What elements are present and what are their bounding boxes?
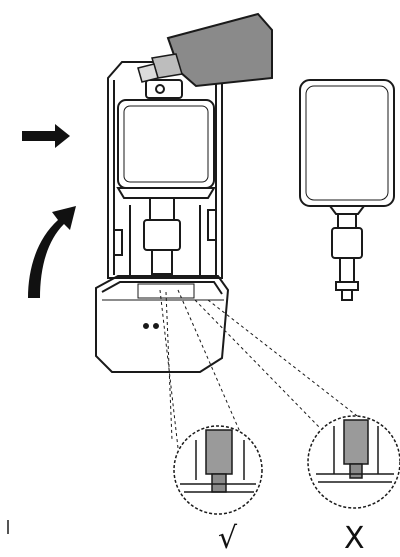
- detail-leader-lines: [159, 289, 389, 449]
- incorrect-mark: X: [344, 521, 365, 556]
- dispenser-housing: [107, 61, 223, 279]
- front-cover: [95, 275, 230, 373]
- detail-incorrect: [307, 415, 400, 509]
- arrow-right-icon: [22, 124, 70, 148]
- correct-mark: √: [218, 521, 238, 556]
- refill-bottle: [137, 12, 273, 88]
- curved-arrow-up-icon: [28, 206, 76, 298]
- detail-correct: [173, 425, 263, 515]
- refill-unit: [299, 79, 395, 301]
